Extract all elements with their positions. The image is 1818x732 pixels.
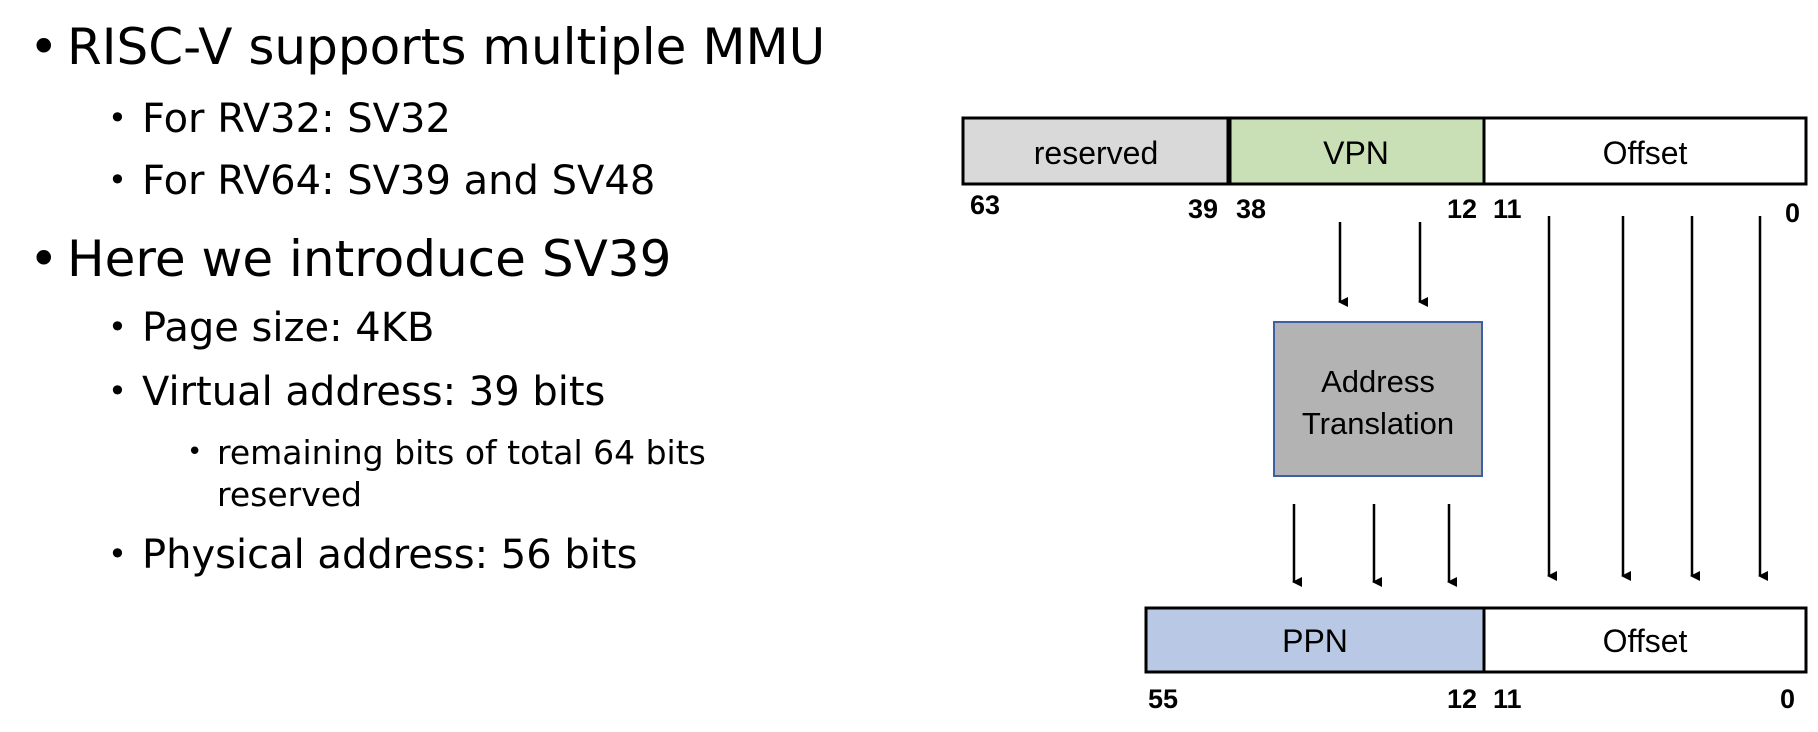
translation-rect: [1274, 322, 1482, 476]
bullet-l2: • For RV32: SV32: [108, 96, 451, 142]
bullet-dot: •: [108, 535, 127, 573]
va-bit-39: 39: [1188, 194, 1218, 224]
bullet-l2: • Page size: 4KB: [108, 305, 435, 351]
va-offset-label: Offset: [1603, 135, 1688, 171]
bullet-dot: •: [108, 372, 127, 410]
bullet-dot: •: [108, 161, 127, 199]
va-bit-0: 0: [1785, 198, 1800, 228]
bullet-text: RISC-V supports multiple MMU: [67, 18, 826, 76]
offset-arrows: [1547, 216, 1768, 581]
bullet-dot: •: [187, 437, 203, 467]
translation-label-line1: Address: [1321, 364, 1435, 399]
pa-bit-12: 12: [1447, 684, 1477, 714]
pa-ppn-field: [1144, 606, 1486, 674]
va-vpn-label: VPN: [1323, 135, 1389, 171]
va-offset-field: [1482, 116, 1808, 186]
bullet-text: remaining bits of total 64 bits: [217, 433, 706, 472]
physical-address-register: PPN Offset 55 12 11 0: [1144, 606, 1808, 714]
bullet-l1: • RISC-V supports multiple MMU: [29, 18, 826, 77]
vpn-arrows: [1338, 222, 1428, 307]
va-bit-63: 63: [970, 190, 1000, 220]
ppn-arrows: [1292, 504, 1457, 587]
bullet-l2: • Physical address: 56 bits: [108, 532, 638, 578]
pa-offset-label: Offset: [1603, 623, 1688, 659]
bullet-list: • RISC-V supports multiple MMU • For RV3…: [29, 18, 826, 578]
address-translation-box: Address Translation: [1273, 321, 1483, 477]
bullet-text: For RV64: SV39 and SV48: [142, 158, 656, 204]
translation-label-line2: Translation: [1302, 406, 1454, 441]
bullet-l1: • Here we introduce SV39: [29, 230, 672, 289]
bullet-text: For RV32: SV32: [142, 96, 451, 142]
va-reserved-field: [961, 116, 1231, 186]
bullet-text: Virtual address: 39 bits: [142, 369, 606, 415]
pa-ppn-label: PPN: [1282, 623, 1348, 659]
va-bit-12: 12: [1447, 194, 1477, 224]
pa-offset-field: [1482, 606, 1808, 674]
pa-bit-11: 11: [1493, 684, 1522, 714]
translation-border: [1273, 321, 1483, 477]
pa-bit-55: 55: [1148, 684, 1178, 714]
bullet-l2: • For RV64: SV39 and SV48: [108, 158, 656, 204]
virtual-address-register: reserved VPN Offset 63 39 38 12 11 0: [961, 116, 1808, 228]
bullet-l3-continuation: reserved: [217, 476, 362, 514]
bullet-dot: •: [108, 99, 127, 137]
bullet-dot: •: [108, 308, 127, 346]
bullet-l2: • Virtual address: 39 bits: [108, 369, 606, 415]
va-bit-38: 38: [1236, 194, 1266, 224]
bullet-l3: • remaining bits of total 64 bits: [187, 433, 706, 472]
bullet-text: Page size: 4KB: [142, 305, 435, 351]
bullet-text: reserved: [217, 475, 362, 514]
va-bit-11: 11: [1493, 194, 1522, 224]
bullet-dot: •: [29, 230, 59, 288]
bullet-text: Physical address: 56 bits: [142, 532, 638, 578]
bullet-text: Here we introduce SV39: [67, 230, 672, 288]
va-reserved-label: reserved: [1034, 135, 1159, 171]
pa-bit-0: 0: [1780, 684, 1795, 714]
bullet-dot: •: [29, 18, 59, 76]
